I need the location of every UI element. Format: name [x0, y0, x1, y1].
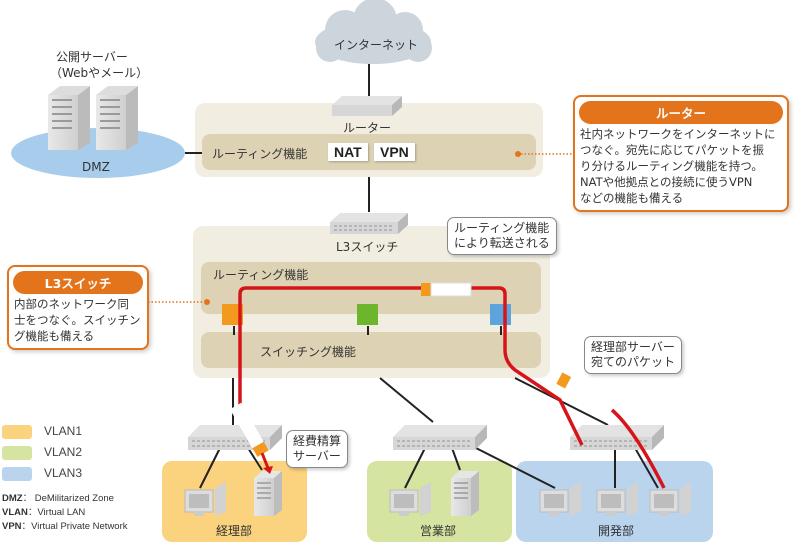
server-icon	[254, 471, 282, 516]
l3-switching-band	[201, 332, 541, 368]
pc-icon	[649, 481, 692, 517]
router-callout-line: NATや他拠点との接続に使うVPN	[580, 175, 753, 189]
packet-path-to-pc	[610, 408, 666, 489]
packet-routed-icon	[421, 282, 472, 297]
pc-icon	[596, 481, 639, 517]
switch-development-icon	[570, 425, 664, 450]
switch-sales-icon	[393, 425, 487, 450]
link-l3-switch2	[379, 377, 434, 423]
abbr-dmz: DMZ： DeMilitarized Zone	[2, 493, 114, 504]
pc-icon	[389, 481, 432, 517]
dept-accounting-label: 経理部	[216, 524, 253, 538]
internet-label: インターネット	[334, 38, 419, 52]
nat-tag: NAT	[328, 143, 368, 161]
router-label: ルーター	[343, 121, 392, 135]
switch-accounting-icon	[188, 425, 282, 450]
l3switch-device-icon	[330, 213, 408, 234]
packet-outgoing-icon	[229, 402, 269, 457]
router-callout-line: などの機能も備える	[580, 191, 684, 205]
l3switch-callout-line: グ機能も備える	[14, 329, 95, 343]
abbr-vlan: VLAN：Virtual LAN	[2, 507, 86, 518]
legend-swatch-vlan2	[2, 446, 32, 460]
dmz-label: DMZ	[82, 160, 110, 174]
bubble-line: 経理部サーバー	[591, 340, 675, 354]
l3switch-callout-title: L3スイッチ	[13, 271, 143, 294]
public-server-icon	[96, 86, 138, 150]
legend-swatch-vlan3	[2, 467, 32, 481]
public-server-title: 公開サーバー	[56, 50, 128, 64]
router-callout: ルーター 社内ネットワークをインターネットに つなぐ。宛先に応じてパケットを振 …	[573, 95, 789, 212]
bubble-line: 宛てのパケット	[591, 355, 676, 369]
server-bubble: 経費精算 サーバー	[286, 430, 349, 468]
vlan1-port	[222, 304, 243, 325]
public-server-subtitle: （Webやメール）	[50, 66, 149, 80]
router-routing-label: ルーティング機能	[212, 147, 308, 161]
routed-bubble: ルーティング機能 により転送される	[447, 217, 557, 255]
vlan3-port	[490, 304, 511, 325]
server-icon	[450, 470, 480, 517]
l3switch-label: L3スイッチ	[336, 240, 399, 254]
router-device-icon	[332, 96, 402, 116]
abbr-vpn: VPN：Virtual Private Network	[2, 521, 128, 532]
router-callout-line: 社内ネットワークをインターネットに	[580, 127, 776, 141]
l3-routing-label: ルーティング機能	[213, 268, 309, 282]
public-server-icon	[48, 86, 90, 150]
router-callout-line: り分けるルーティング機能を持つ。	[580, 159, 763, 173]
legend-label-vlan3: VLAN3	[44, 466, 83, 480]
l3-switching-label: スイッチング機能	[260, 345, 357, 359]
packet-path	[238, 286, 584, 446]
router-callout-line: つなぐ。宛先に応じてパケットを振	[580, 143, 764, 157]
pc-icon	[539, 481, 582, 517]
l3switch-callout: L3スイッチ 内部のネットワーク同 士をつなぐ。スイッチン グ機能も備える	[7, 265, 149, 350]
vpn-tag: VPN	[374, 143, 415, 161]
router-callout-title: ルーター	[579, 101, 783, 124]
legend-swatch-vlan1	[2, 425, 32, 439]
bubble-line: 経費精算	[293, 434, 342, 448]
router-routing-band	[202, 134, 536, 170]
l3switch-callout-line: 内部のネットワーク同	[14, 297, 129, 311]
dept-development-label: 開発部	[598, 524, 635, 538]
bubble-line: ルーティング機能	[454, 221, 550, 235]
legend-label-vlan1: VLAN1	[44, 424, 83, 438]
dept-sales-label: 営業部	[420, 524, 457, 538]
packet-bubble: 経理部サーバー 宛てのパケット	[584, 336, 683, 374]
vlan2-port	[357, 304, 378, 325]
delivery-arrow	[260, 452, 270, 469]
bubble-line: により転送される	[454, 236, 550, 250]
bubble-line: サーバー	[293, 449, 341, 463]
l3switch-callout-line: 士をつなぐ。スイッチン	[14, 313, 141, 327]
pc-icon	[184, 482, 226, 516]
packet-incoming-icon	[556, 372, 611, 410]
internet-cloud-icon	[315, 0, 432, 64]
legend-label-vlan2: VLAN2	[44, 445, 83, 459]
